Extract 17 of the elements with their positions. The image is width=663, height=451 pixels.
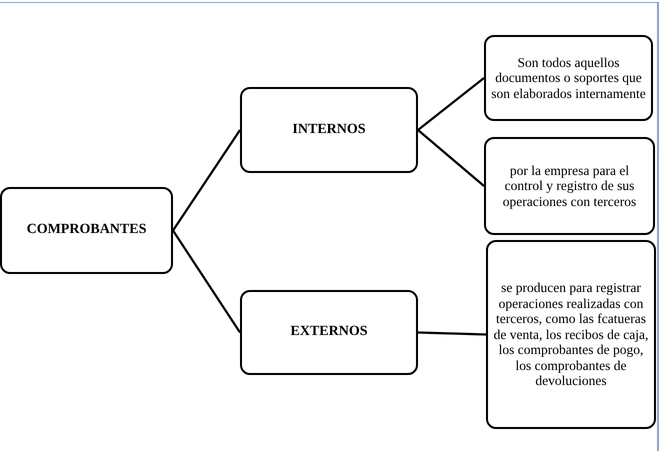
box-text: se producen para registrar operaciones realizadas con terceros, como las fcatueras de venta, los recibos de caja, los comprobantes de pogo, los comprobantes de devoluciones [492, 280, 650, 389]
connector-line [417, 77, 485, 131]
connector-line [172, 230, 241, 334]
description-box [484, 137, 655, 235]
box-text: Son todos aquellos documentos o soportes que son elaborados internamente [490, 54, 647, 102]
box-text: EXTERNOS [290, 324, 368, 341]
category-box [0, 187, 173, 274]
box-text: por la empresa para el control y registro de sus operaciones con terceros [502, 162, 638, 210]
connector-line [417, 129, 485, 187]
box-text: INTERNOS [292, 122, 366, 138]
description-box [484, 35, 653, 121]
category-box [240, 290, 418, 375]
description-box [486, 240, 656, 429]
connector-line [172, 129, 241, 232]
box-text: COMPROBANTES [26, 222, 146, 239]
category-box [240, 87, 418, 173]
connector-line [418, 331, 486, 336]
